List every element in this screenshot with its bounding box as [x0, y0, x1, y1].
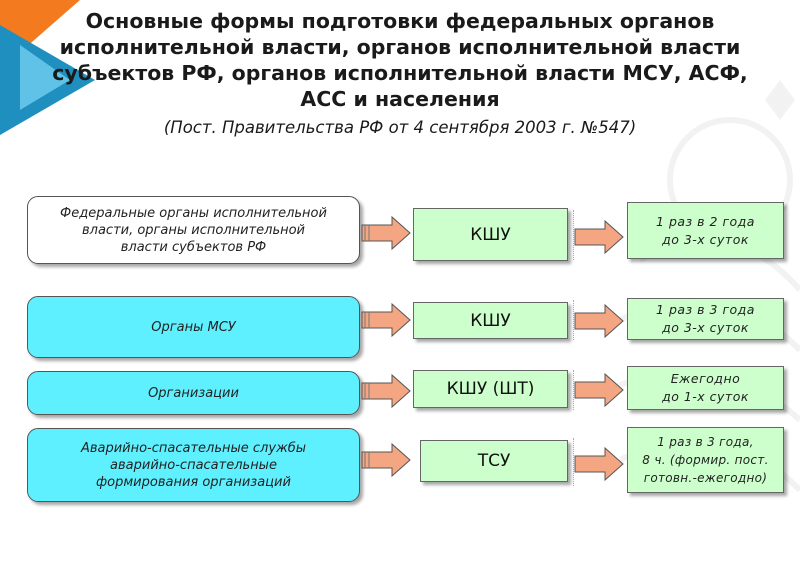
- frequency-text: 1 раз в 3 года,: [657, 435, 754, 449]
- divider: [573, 438, 576, 486]
- source-text: Федеральные органы исполнительной: [60, 205, 327, 221]
- source-box-rescue-services: Аварийно-спасательные службы аварийно-сп…: [27, 428, 360, 502]
- arrow-right-icon: [574, 303, 624, 339]
- source-box-organizations: Организации: [27, 371, 360, 415]
- divider: [573, 210, 576, 260]
- page-title: Основные формы подготовки федеральных ор…: [0, 8, 800, 112]
- frequency-text: до 3-х суток: [662, 231, 749, 247]
- source-text: Организации: [148, 385, 239, 401]
- arrow-right-icon: [361, 302, 411, 338]
- source-text: Аварийно-спасательные службы: [80, 440, 307, 456]
- title-line: Основные формы подготовки федеральных ор…: [85, 9, 715, 33]
- title-line: субъектов РФ, органов исполнительной вла…: [52, 61, 748, 85]
- frequency-box: 1 раз в 2 года до 3-х суток: [627, 202, 784, 259]
- arrow-right-icon: [361, 215, 411, 251]
- title-line: АСС и населения: [300, 87, 500, 111]
- frequency-text: Ежегодно: [670, 371, 741, 386]
- title-line: исполнительной власти, органов исполните…: [59, 35, 741, 59]
- form-box-ksu: КШУ: [413, 302, 568, 339]
- frequency-text: 1 раз в 3 года: [656, 302, 755, 317]
- source-text: власти, органы исполнительной: [81, 222, 306, 238]
- corner-logo-graphic: [0, 0, 95, 135]
- frequency-text: 1 раз в 2 года: [656, 213, 755, 229]
- frequency-box: Ежегодно до 1-х суток: [627, 366, 784, 410]
- frequency-box: 1 раз в 3 года до 3-х суток: [627, 298, 784, 340]
- form-box-ksu: КШУ: [413, 208, 568, 261]
- source-text: Органы МСУ: [151, 319, 236, 335]
- source-box-federal: Федеральные органы исполнительной власти…: [27, 196, 360, 264]
- form-box-tsu: ТСУ: [420, 440, 568, 482]
- frequency-box: 1 раз в 3 года, 8 ч. (формир. пост. гото…: [627, 427, 784, 493]
- frequency-text: 8 ч. (формир. пост.: [642, 453, 769, 467]
- form-box-ksu-sht: КШУ (ШТ): [413, 370, 568, 408]
- page-subtitle: (Пост. Правительства РФ от 4 сентября 20…: [163, 118, 637, 137]
- frequency-text: готовн.-ежегодно): [643, 471, 768, 485]
- source-text: власти субъектов РФ: [120, 239, 267, 255]
- source-text: формирования организаций: [96, 474, 291, 490]
- source-box-msu: Органы МСУ: [27, 296, 360, 358]
- arrow-right-icon: [574, 372, 624, 408]
- arrow-right-icon: [361, 442, 411, 478]
- arrow-right-icon: [361, 373, 411, 409]
- source-text: аварийно-спасательные: [110, 457, 277, 473]
- arrow-right-icon: [574, 219, 624, 255]
- frequency-text: до 3-х суток: [662, 320, 749, 335]
- arrow-right-icon: [574, 446, 624, 482]
- divider: [573, 370, 576, 410]
- frequency-text: до 1-х суток: [662, 389, 749, 404]
- divider: [573, 300, 576, 340]
